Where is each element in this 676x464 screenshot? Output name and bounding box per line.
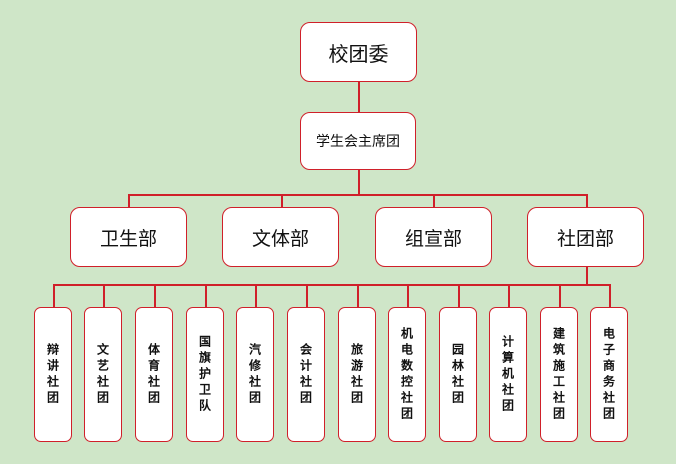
node-club-8: 机电数控社团 — [388, 307, 426, 442]
connector-dept-3 — [433, 194, 435, 207]
node-club-11: 建筑施工社团 — [540, 307, 578, 442]
connector-club-8 — [407, 284, 409, 307]
node-club-10: 计算机社团 — [489, 307, 527, 442]
connector-dept-1 — [128, 194, 130, 207]
connector-club-5 — [255, 284, 257, 307]
node-dept-culture-sports: 文体部 — [222, 207, 339, 267]
connector-dept-4 — [586, 194, 588, 207]
node-club-9: 园林社团 — [439, 307, 477, 442]
connector-club-3 — [154, 284, 156, 307]
connector-club-4 — [205, 284, 207, 307]
connector-club-2 — [103, 284, 105, 307]
connector-club-6 — [306, 284, 308, 307]
node-club-3: 体育社团 — [135, 307, 173, 442]
connector-club-1 — [53, 284, 55, 307]
connector-club-9 — [458, 284, 460, 307]
node-student-union-presidium: 学生会主席团 — [300, 112, 416, 170]
node-club-1: 辩讲社团 — [34, 307, 72, 442]
connector-club-12 — [609, 284, 611, 307]
connector-club-11 — [559, 284, 561, 307]
club-bus — [53, 284, 610, 286]
connector-club-7 — [357, 284, 359, 307]
connector-mid-bus — [358, 170, 360, 194]
node-dept-organization-publicity: 组宣部 — [375, 207, 492, 267]
node-club-12: 电子商务社团 — [590, 307, 628, 442]
connector-dept-2 — [281, 194, 283, 207]
connector-club-10 — [508, 284, 510, 307]
node-dept-health: 卫生部 — [70, 207, 187, 267]
node-club-5: 汽修社团 — [236, 307, 274, 442]
node-club-2: 文艺社团 — [84, 307, 122, 442]
connector-top-mid — [358, 82, 360, 112]
node-club-4: 国旗护卫队 — [186, 307, 224, 442]
node-club-6: 会计社团 — [287, 307, 325, 442]
connector-dept-club-bus — [586, 267, 588, 284]
node-dept-clubs: 社团部 — [527, 207, 644, 267]
department-bus — [128, 194, 587, 196]
node-school-youth-league: 校团委 — [300, 22, 417, 82]
node-club-7: 旅游社团 — [338, 307, 376, 442]
